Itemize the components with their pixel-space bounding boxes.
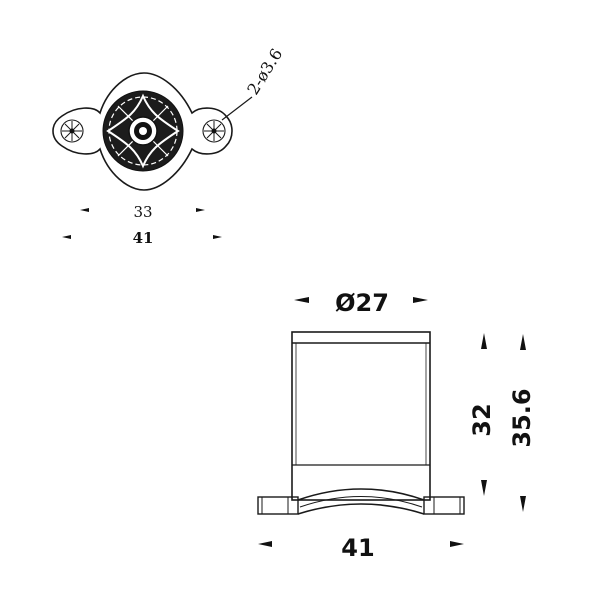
left-mount-hole: [60, 119, 84, 143]
hole-leader-line: [221, 96, 253, 121]
dim-body-height: 32: [468, 333, 496, 496]
dim-body-height-label: 32: [468, 403, 496, 436]
dim-inner-label: 33: [133, 203, 152, 221]
dim-33: 33: [80, 203, 205, 221]
dim-base-width: 41: [258, 534, 464, 562]
dim-41-top: 41: [62, 229, 222, 247]
central-rosette: [102, 90, 184, 172]
side-view: Ø27 32: [257, 289, 536, 562]
dim-total-height: 35.6: [508, 334, 536, 512]
cylinder-body: [291, 331, 431, 501]
flange-outline: [52, 72, 233, 191]
dim-diameter: Ø27: [294, 289, 428, 317]
dim-diameter-label: Ø27: [335, 289, 389, 317]
top-view: 2-ø3.6 33 41: [52, 45, 286, 247]
right-mount-hole: [202, 119, 226, 143]
dim-base-width-label: 41: [341, 534, 374, 562]
dim-outer-label: 41: [133, 229, 154, 247]
hole-callout-label: 2-ø3.6: [243, 45, 286, 98]
dim-total-height-label: 35.6: [508, 388, 536, 447]
base-flange: [257, 488, 465, 515]
